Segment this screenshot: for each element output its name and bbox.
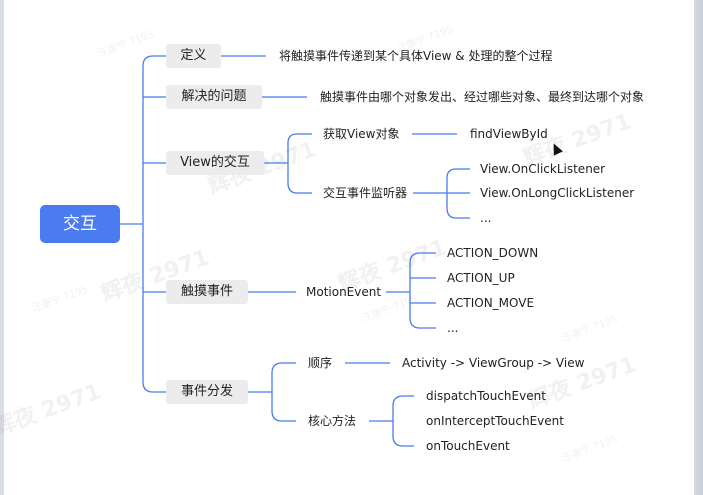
mindmap-canvas	[4, 0, 694, 495]
listener-item[interactable]: ...	[480, 211, 492, 225]
connector	[142, 55, 166, 67]
node-dispatch[interactable]: 事件分发	[166, 380, 248, 404]
action-item[interactable]: ACTION_UP	[447, 271, 515, 285]
node-view-interaction[interactable]: View的交互	[166, 151, 264, 175]
method-item[interactable]: dispatchTouchEvent	[426, 389, 546, 403]
connector	[142, 381, 166, 393]
node-core-methods[interactable]: 核心方法	[308, 414, 357, 428]
action-item[interactable]: ACTION_DOWN	[447, 246, 539, 260]
node-order[interactable]: 顺序	[308, 356, 333, 370]
listener-item[interactable]: View.OnLongClickListener	[480, 186, 635, 200]
connector	[409, 317, 436, 329]
action-item[interactable]: ...	[447, 321, 459, 335]
method-item[interactable]: onInterceptTouchEvent	[426, 414, 564, 428]
method-item[interactable]: onTouchEvent	[426, 439, 510, 453]
connector	[446, 207, 470, 219]
connector	[271, 410, 296, 422]
node-get-view[interactable]: 获取View对象	[323, 127, 400, 141]
action-item[interactable]: ACTION_MOVE	[447, 296, 535, 310]
order-text[interactable]: Activity -> ViewGroup -> View	[402, 356, 585, 370]
node-find-view-by-id[interactable]: findViewById	[470, 127, 548, 141]
listener-item[interactable]: View.OnClickListener	[480, 162, 606, 176]
node-problem[interactable]: 解决的问题	[166, 85, 262, 109]
problem-text[interactable]: 触摸事件由哪个对象发出、经过哪些对象、最终到达哪个对象	[320, 90, 645, 104]
definition-text[interactable]: 将触摸事件传递到某个具体View & 处理的整个过程	[279, 49, 553, 63]
connector	[271, 362, 296, 374]
node-definition[interactable]: 定义	[166, 44, 221, 68]
root-node[interactable]: 交互	[40, 205, 120, 243]
connector	[409, 252, 436, 264]
node-touch-event[interactable]: 触摸事件	[166, 280, 248, 304]
connector	[287, 133, 312, 144]
connector	[287, 182, 312, 194]
window-edge	[694, 0, 703, 495]
connector	[392, 395, 414, 407]
connector	[446, 168, 470, 179]
node-motion-event[interactable]: MotionEvent	[306, 285, 382, 299]
connector	[392, 435, 414, 447]
node-listener[interactable]: 交互事件监听器	[323, 186, 408, 200]
